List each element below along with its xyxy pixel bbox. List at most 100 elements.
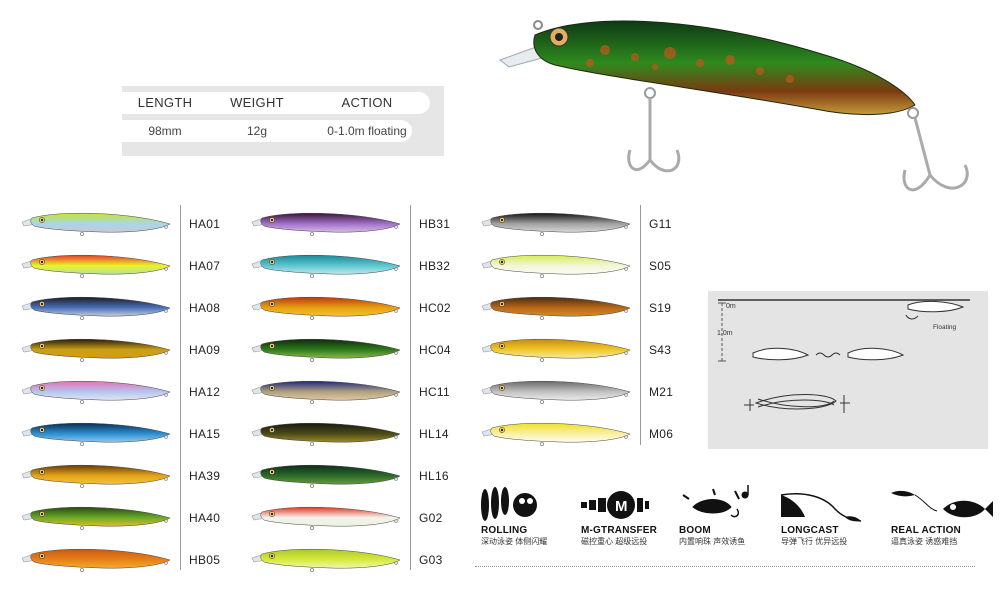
rolling-icon: [481, 487, 537, 521]
feature-subtitle: 磁控重心 超级远投: [581, 537, 648, 546]
lure-swatch: M06: [480, 415, 689, 455]
lure-code: HA01: [189, 217, 221, 231]
lure-swatch: S43: [480, 331, 689, 371]
lure-image: [251, 212, 401, 236]
lure-swatch: HA07: [20, 247, 229, 287]
lure-swatch: G03: [250, 541, 459, 581]
lure-image: [251, 380, 401, 404]
lure-image: [21, 548, 171, 572]
spec-table: LENGTH WEIGHT ACTION 98mm 12g 0-1.0m flo…: [122, 86, 444, 156]
lure-code: M21: [649, 385, 674, 399]
lure-code: M06: [649, 427, 674, 441]
lure-swatch: HC11: [250, 373, 459, 413]
fish-icon: [891, 490, 993, 518]
lure-image: [251, 506, 401, 530]
lure-code: HC02: [419, 301, 451, 315]
feature-title: M-GTRANSFER: [581, 525, 658, 536]
lure-swatch: HA39: [20, 457, 229, 497]
lure-image: [21, 254, 171, 278]
lure-code: HA08: [189, 301, 221, 315]
spec-header-length: LENGTH: [137, 95, 193, 110]
spec-header-row: LENGTH WEIGHT ACTION: [122, 92, 430, 114]
feature-title: BOOM: [679, 525, 711, 536]
lure-code: HL14: [419, 427, 449, 441]
lure-code: HL16: [419, 469, 449, 483]
lure-swatch: HL16: [250, 457, 459, 497]
lure-image: [481, 380, 631, 404]
lure-code: HB32: [419, 259, 451, 273]
lure-swatch: HB05: [20, 541, 229, 581]
feature-rolling: ROLLING 深动泳姿 体侧闪耀: [475, 485, 585, 547]
feature-title: ROLLING: [481, 525, 528, 536]
lure-code: HC04: [419, 343, 451, 357]
lure-swatch: HA01: [20, 205, 229, 245]
depth-bottom-label: 1.0m: [717, 330, 733, 337]
lure-image: [481, 212, 631, 236]
lure-image: [21, 212, 171, 236]
feature-subtitle: 导弹飞行 优异远投: [781, 537, 848, 546]
feature-subtitle: 逼真泳姿 诱惑难挡: [891, 537, 958, 546]
spec-header-weight: WEIGHT: [230, 95, 284, 110]
lure-code: HB05: [189, 553, 221, 567]
lure-image: [481, 338, 631, 362]
lure-code: G11: [649, 217, 672, 231]
feature-real-action: REAL ACTION 逼真泳姿 诱惑难挡: [885, 485, 995, 547]
lure-image: [21, 506, 171, 530]
lure-swatch: HC02: [250, 289, 459, 329]
lure-image: [481, 422, 631, 446]
lure-swatch: HC04: [250, 331, 459, 371]
spec-header-action: ACTION: [341, 95, 393, 110]
lure-image: [251, 422, 401, 446]
feature-m-gtransfer: M M-GTRANSFER 磁控重心 超级远投: [575, 485, 685, 547]
lure-code: HB31: [419, 217, 451, 231]
spec-value-action: 0-1.0m floating: [327, 124, 407, 138]
lure-swatch: HL14: [250, 415, 459, 455]
magnet-icon: M: [581, 491, 649, 519]
swim-action-diagram: 0m 1.0m Floating: [708, 291, 988, 449]
lure-image: [251, 296, 401, 320]
column-divider: [180, 205, 181, 570]
lure-code: HA12: [189, 385, 221, 399]
lure-code: HC11: [419, 385, 450, 399]
lure-swatch: HA12: [20, 373, 229, 413]
lure-image: [481, 296, 631, 320]
lure-code: HA07: [189, 259, 221, 273]
depth-top-label: 0m: [726, 303, 736, 310]
column-divider: [640, 205, 641, 445]
lure-swatch: HB32: [250, 247, 459, 287]
lure-image: [21, 338, 171, 362]
lure-swatch: HA08: [20, 289, 229, 329]
lure-swatch: HB31: [250, 205, 459, 245]
lure-image: [481, 254, 631, 278]
lure-code: S19: [649, 301, 672, 315]
lure-code: HA09: [189, 343, 221, 357]
lure-image: [21, 380, 171, 404]
bottom-dotted-rule: [475, 566, 975, 567]
lure-swatch: S19: [480, 289, 689, 329]
feature-title: LONGCAST: [781, 525, 839, 536]
lure-code: HA39: [189, 469, 221, 483]
lure-code: S05: [649, 259, 672, 273]
lure-image: [251, 464, 401, 488]
lure-swatch: HA15: [20, 415, 229, 455]
feature-title: REAL ACTION: [891, 525, 961, 536]
magnet-badge-text: M: [615, 498, 628, 515]
lure-image: [21, 464, 171, 488]
floating-label: Floating: [933, 324, 957, 331]
feature-subtitle: 内置响珠 声效诱鱼: [679, 537, 746, 546]
column-divider: [410, 205, 411, 570]
lure-swatch: G02: [250, 499, 459, 539]
lure-swatch: HA09: [20, 331, 229, 371]
lure-swatch: G11: [480, 205, 689, 245]
lure-swatch: M21: [480, 373, 689, 413]
lure-swatch: HA40: [20, 499, 229, 539]
sound-icon: [682, 485, 749, 518]
hero-lure-image: [495, 5, 985, 210]
feature-longcast: LONGCAST 导弹飞行 优异远投: [775, 485, 885, 547]
lure-code: G03: [419, 553, 443, 567]
lure-code: S43: [649, 343, 672, 357]
lure-code: HA40: [189, 511, 221, 525]
lure-image: [251, 254, 401, 278]
lure-image: [251, 548, 401, 572]
spec-value-length: 98mm: [148, 124, 182, 138]
